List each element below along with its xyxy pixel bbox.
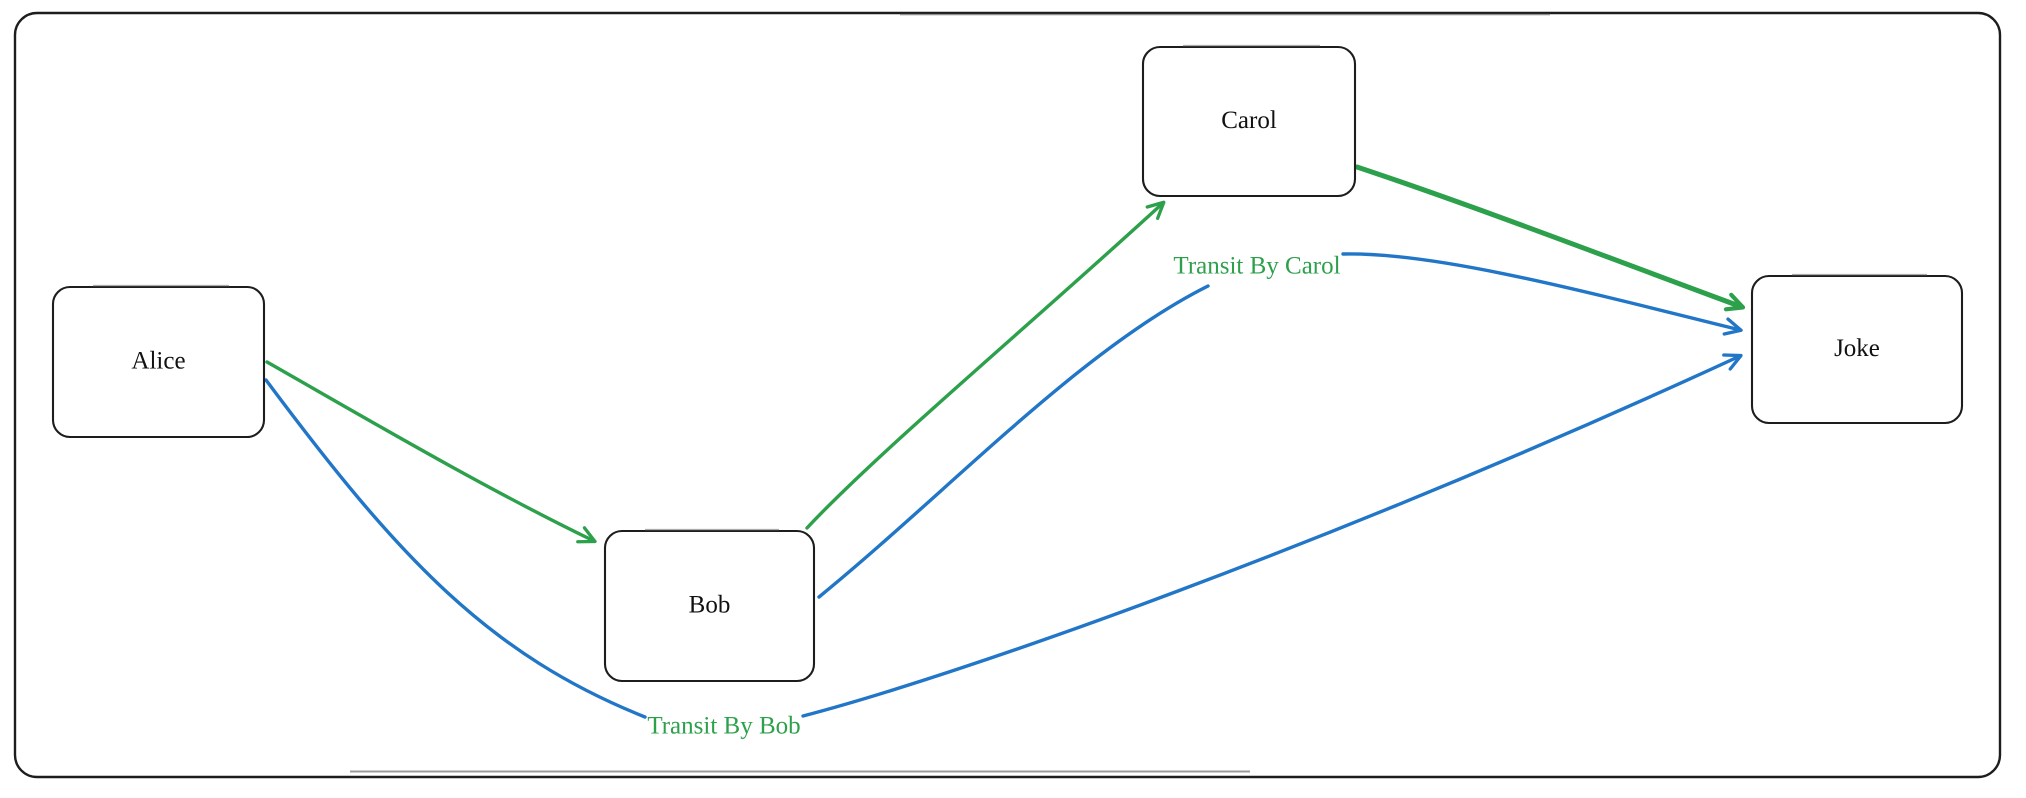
node-bob-box	[603, 529, 816, 683]
edge-label-transit-by-carol: Transit By Carol	[1173, 253, 1340, 280]
node-bob-label: Bob	[689, 592, 731, 619]
node-joke: Joke	[1750, 273, 1964, 425]
node-joke-box	[1750, 274, 1964, 425]
edge-carol-joke-segment-1	[1354, 164, 1746, 312]
node-joke-label: Joke	[1834, 335, 1880, 362]
edge-bob-carol-segment-1	[805, 200, 1166, 530]
edge-alice-joke-segment-2	[801, 353, 1743, 718]
node-bob: Bob	[603, 528, 816, 683]
edge-bob-joke-segment-1	[817, 284, 1210, 599]
node-carol: Carol	[1141, 44, 1357, 198]
edge-label-transit-by-bob: Transit By Bob	[647, 713, 800, 740]
diagram-frame	[13, 11, 2002, 779]
edge-alice-joke-segment-1	[264, 378, 647, 719]
node-carol-box	[1141, 45, 1357, 198]
edge-bob-joke-segment-2	[1341, 252, 1743, 336]
node-alice-label: Alice	[131, 348, 185, 375]
node-alice-box	[51, 285, 266, 439]
node-alice: Alice	[51, 284, 266, 439]
node-carol-label: Carol	[1221, 107, 1277, 134]
edge-alice-bob-segment-1	[265, 360, 597, 544]
